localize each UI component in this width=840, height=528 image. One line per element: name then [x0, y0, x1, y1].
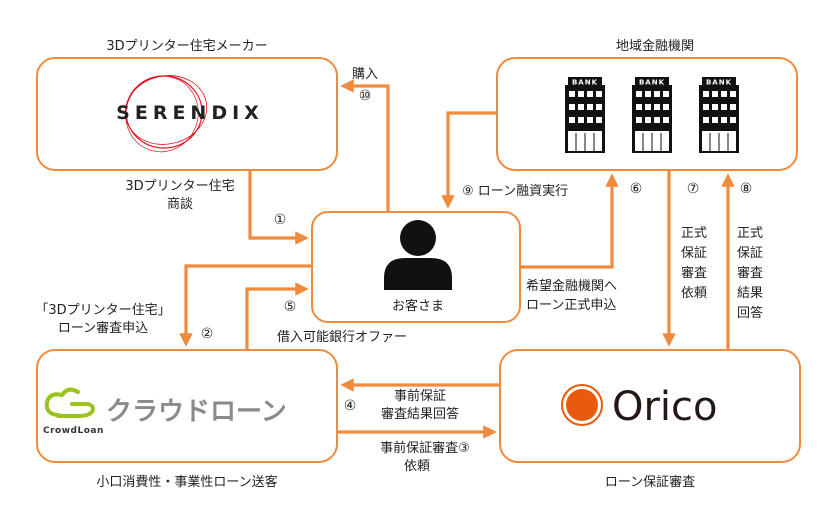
svg-text:依頼: 依頼: [681, 286, 707, 301]
step1-label-line2: 商談: [167, 196, 193, 212]
bank-title: 地域金融機関: [616, 38, 694, 54]
arrow-step-1: [248, 170, 309, 245]
svg-text:クラウドローン: クラウドローン: [106, 397, 287, 427]
step8-label: 正式 保証 審査 結果 回答: [737, 226, 763, 321]
step2-number: ②: [201, 326, 214, 342]
bank-building-icon: [631, 76, 673, 154]
orico-box: [499, 349, 801, 463]
serendix-logo: SERENDIX: [116, 75, 264, 153]
svg-text:回答: 回答: [737, 305, 763, 321]
svg-text:CrowdLoan: CrowdLoan: [43, 426, 104, 436]
maker-box: [36, 57, 338, 171]
orico-logo: Orico: [561, 384, 718, 430]
step9-label: ⑨ ローン融資実行: [462, 183, 568, 199]
step4-label-line1: 事前保証: [394, 388, 446, 404]
step2-label-line2: ローン審査申込: [58, 321, 148, 336]
svg-text:保証: 保証: [681, 246, 707, 261]
orico-title: ローン保証審査: [605, 475, 695, 490]
arrow-step-5: [245, 282, 309, 350]
svg-text:正式: 正式: [737, 226, 763, 241]
maker-title: 3Dプリンター住宅メーカー: [106, 39, 267, 54]
step7-label: 正式 保証 審査 依頼: [681, 226, 707, 301]
crowdloan-box: [36, 349, 338, 463]
svg-text:SERENDIX: SERENDIX: [116, 102, 264, 124]
crowdloan-title: 小口消費性・事業性ローン送客: [96, 474, 277, 490]
step4-number: ④: [344, 398, 357, 414]
svg-text:審査: 審査: [737, 266, 763, 281]
step6-number: ⑥: [630, 181, 643, 197]
step10-label: 購入: [352, 67, 378, 82]
svg-text:Orico: Orico: [612, 384, 718, 430]
svg-text:保証: 保証: [737, 246, 763, 261]
arrow-step-10: [340, 79, 390, 212]
bank-building-icon: [564, 76, 606, 154]
step8-number: ⑧: [740, 181, 753, 197]
svg-text:審査: 審査: [681, 266, 707, 281]
step3-label: 事前保証審査③: [380, 440, 470, 456]
step2-label-line1: 「3Dプリンター住宅」: [35, 303, 170, 318]
step10-number: ⑩: [359, 88, 372, 104]
person-icon: [384, 220, 452, 290]
svg-text:結果: 結果: [737, 286, 763, 301]
customer-title: お客さま: [392, 298, 444, 314]
step3-label-line2: 依頼: [404, 459, 430, 474]
step6-label-line1: 希望金融機関へ: [526, 278, 617, 294]
step6-label-line2: ローン正式申込: [526, 298, 616, 313]
arrow-step-6: [520, 173, 619, 269]
bank-building-icon: [698, 76, 740, 154]
step7-number: ⑦: [687, 181, 700, 197]
svg-text:正式: 正式: [681, 226, 707, 241]
step1-label-line1: 3Dプリンター住宅: [125, 179, 234, 194]
step5-number: ⑤: [284, 299, 297, 315]
step4-label-line2: 審査結果回答: [381, 406, 459, 422]
step5-label: 借入可能銀行オファー: [277, 330, 407, 345]
step1-number: ①: [274, 212, 287, 228]
crowdloan-logo: CrowdLoan クラウドローン: [43, 387, 287, 436]
arrow-step-2: [179, 264, 312, 347]
arrow-step-9: [441, 111, 497, 209]
